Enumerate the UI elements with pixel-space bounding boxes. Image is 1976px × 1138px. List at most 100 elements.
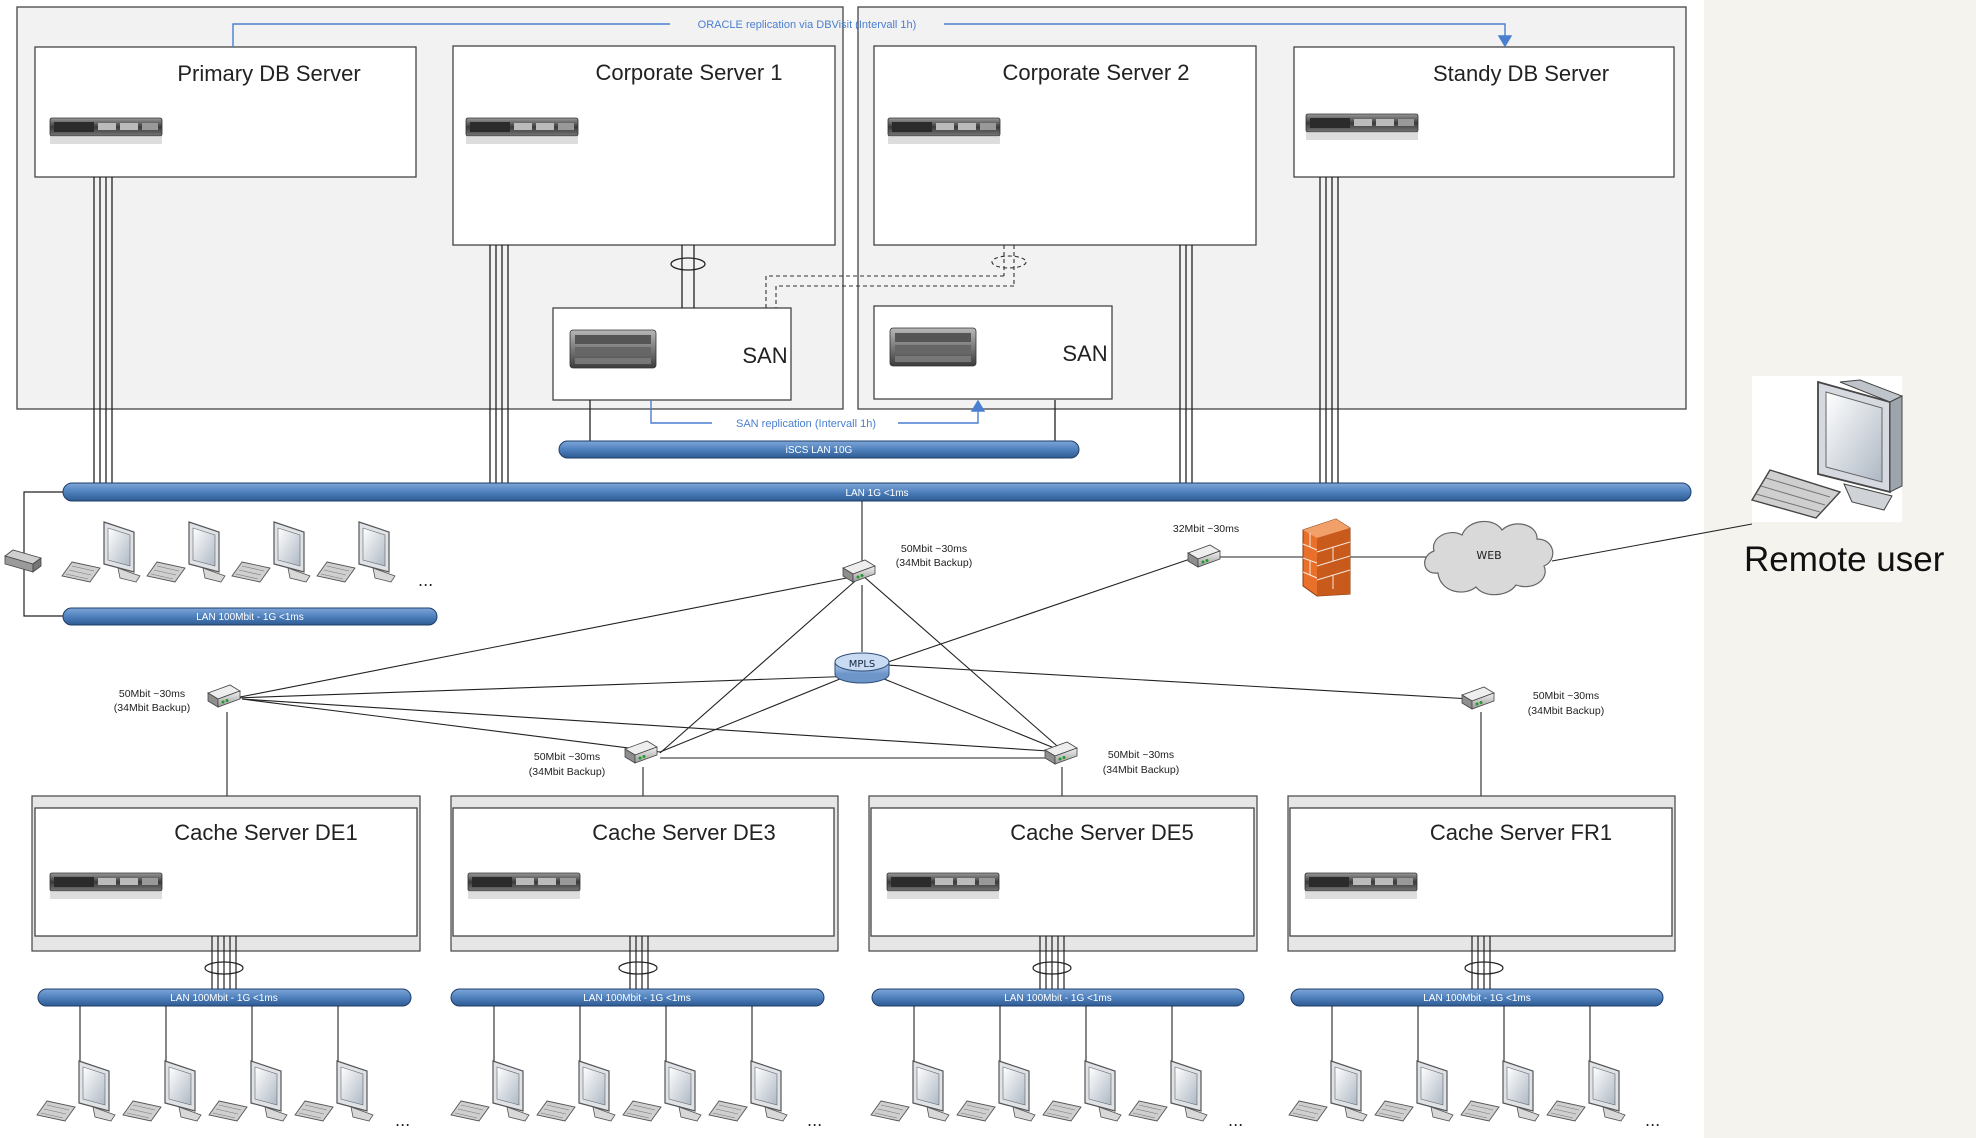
cache-uplinks [204,936,1504,990]
remote-user-workstation [1750,376,1904,522]
cache-server-de5: Cache Server DE5 [868,795,1258,952]
switch-icon [4,549,42,573]
server-rack-icon [465,117,579,145]
server-rack-icon [49,872,163,900]
workstation-icon [146,521,226,583]
wan-links [226,501,1753,808]
server-rack-icon [1304,872,1418,900]
more-workstations-de5: ... [1228,1111,1243,1130]
primary-db-title: Primary DB Server [177,61,360,86]
de3-link-speed: 50Mbit ~30ms [534,751,600,763]
fr1-lan-label: LAN 100Mbit - 1G <1ms [1423,993,1531,1004]
branch-workstations [36,1060,1626,1122]
workstation-icon [231,521,311,583]
workstation-icon [122,1060,202,1122]
de3-lan: LAN 100Mbit - 1G <1ms [450,988,825,1007]
workstation-icon [1042,1060,1122,1122]
server-uplinks [93,177,1339,483]
cache-server-de3: Cache Server DE3 [450,795,839,952]
corporate1-title: Corporate Server 1 [595,60,782,85]
san-link-corporate1 [670,245,706,308]
side-panel [1704,0,1976,1138]
workstation-icon [870,1060,950,1122]
more-workstations: ... [418,571,433,590]
de1-lan: LAN 100Mbit - 1G <1ms [37,988,412,1007]
server-rack-icon [887,117,1001,145]
workstation-icon [1288,1060,1368,1122]
server-rack-icon [467,872,581,900]
de5-lan-label: LAN 100Mbit - 1G <1ms [1004,993,1112,1004]
office-lan: LAN 100Mbit - 1G <1ms ... [4,491,438,626]
router-icon [624,740,658,764]
cache-server-fr1: Cache Server FR1 [1287,795,1676,952]
internet-link-speed: 32Mbit ~30ms [1173,523,1239,535]
main-lan-bus: LAN 1G <1ms [62,482,1692,502]
workstation-icon [208,1060,288,1122]
workstation-icon [36,1060,116,1122]
cache-fr1-title: Cache Server FR1 [1430,820,1612,845]
workstation-icon [450,1060,530,1122]
workstation-icon [1546,1060,1626,1122]
workstation-icon [294,1060,374,1122]
cache-server-de1: Cache Server DE1 [31,795,421,952]
cache-de5-title: Cache Server DE5 [1010,820,1193,845]
firewall-icon [1302,518,1351,597]
office-lan-label: LAN 100Mbit - 1G <1ms [196,612,304,623]
standby-db-server: Standy DB Server [1293,46,1675,178]
oracle-replication-arrow [232,23,1513,48]
branch-drops [79,1006,1591,1062]
mpls-node: MPLS [834,652,890,684]
san-replication-label: SAN replication (Intervall 1h) [736,418,876,430]
web-cloud-icon: WEB [1424,521,1554,596]
san-replication-arrow [650,399,986,424]
router-icon [207,684,241,708]
workstation-icon [536,1060,616,1122]
storage-array-icon [889,327,977,367]
workstation-icon [622,1060,702,1122]
de1-lan-label: LAN 100Mbit - 1G <1ms [170,993,278,1004]
web-label: WEB [1476,549,1501,562]
iscsi-bus-label: iSCS LAN 10G [786,445,853,456]
router-icon [1044,741,1078,765]
san-left: SAN [552,307,792,401]
remote-user-label: Remote user [1744,540,1945,579]
corporate-server-1: Corporate Server 1 [452,45,836,246]
more-workstations-de1: ... [395,1111,410,1130]
standby-db-title: Standy DB Server [1433,61,1609,86]
router-icon [1461,686,1495,710]
corporate-server-2: Corporate Server 2 [873,45,1257,246]
san-right: SAN [873,305,1113,400]
more-workstations-de3: ... [807,1111,822,1130]
main-lan-label: LAN 1G <1ms [845,488,908,499]
workstation-icon [1374,1060,1454,1122]
hq-link-speed: 50Mbit ~30ms [901,543,967,555]
more-workstations-fr1: ... [1645,1111,1660,1130]
oracle-replication-label: ORACLE replication via DBVisit (Interval… [698,19,917,31]
storage-array-icon [569,329,657,369]
corporate2-title: Corporate Server 2 [1002,60,1189,85]
de1-link-speed: 50Mbit ~30ms [119,688,185,700]
server-rack-icon [1305,113,1419,141]
iscsi-bus: iSCS LAN 10G [558,440,1080,459]
workstation-icon [708,1060,788,1122]
primary-db-server: Primary DB Server [34,46,417,178]
fr1-lan: LAN 100Mbit - 1G <1ms [1290,988,1664,1007]
workstation-icon [1128,1060,1208,1122]
de1-link-backup: (34Mbit Backup) [114,702,190,714]
hq-link-backup: (34Mbit Backup) [896,557,972,569]
mpls-label: MPLS [849,659,876,670]
server-rack-icon [49,117,163,145]
workstation-icon [1460,1060,1540,1122]
fr1-link-backup: (34Mbit Backup) [1528,705,1604,717]
fr1-link-speed: 50Mbit ~30ms [1533,690,1599,702]
de3-lan-label: LAN 100Mbit - 1G <1ms [583,993,691,1004]
de3-link-backup: (34Mbit Backup) [529,766,605,778]
router-icon [842,559,876,583]
workstation-icon [316,521,396,583]
cache-de3-title: Cache Server DE3 [592,820,775,845]
de5-lan: LAN 100Mbit - 1G <1ms [871,988,1245,1007]
san-link-corporate2 [765,245,1027,308]
san-left-label: SAN [742,343,787,368]
workstation-icon [956,1060,1036,1122]
